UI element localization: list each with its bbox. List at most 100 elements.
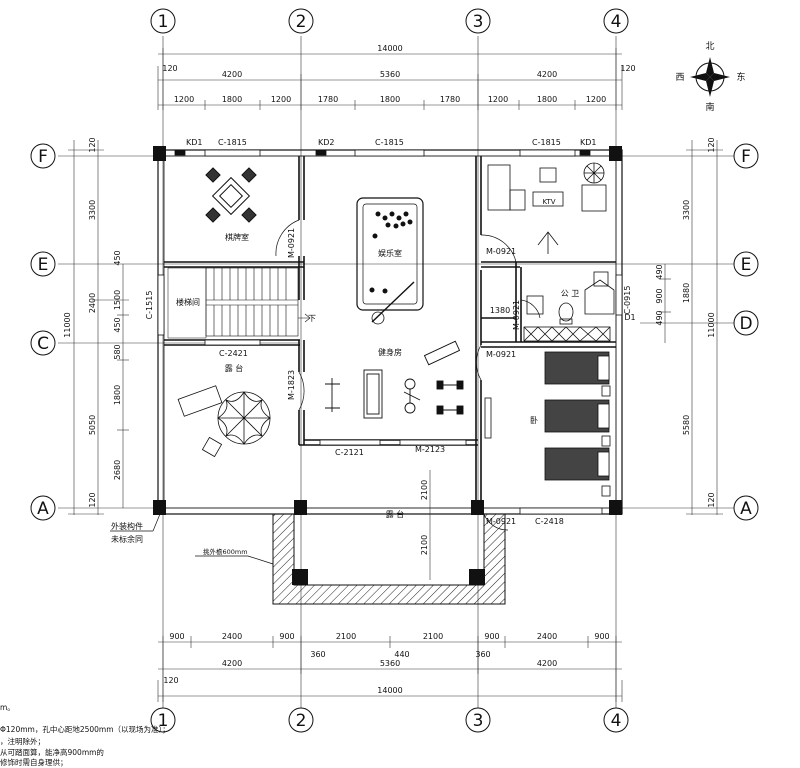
label-d1: D1 xyxy=(624,313,635,322)
grid-label-F-left: F xyxy=(38,147,48,167)
dim-bottom-bay-3: 4200 xyxy=(537,659,557,668)
door-m0921-a: M-0921 xyxy=(287,228,296,258)
dim-bottom-sub-4: 2100 xyxy=(336,632,356,641)
room-label-terrace-south: 露 台 xyxy=(386,509,405,519)
grid-label-E-right: E xyxy=(741,255,752,275)
grid-label-C-left: C xyxy=(37,334,49,354)
dim-left-bay-1: 3300 xyxy=(88,200,97,220)
compass-west: 西 xyxy=(675,72,684,83)
interior-windows xyxy=(157,274,623,515)
dim-bottom-mark-2: 440 xyxy=(394,650,409,659)
window-c2418: C-2418 xyxy=(535,517,564,526)
ktv-furniture-icon xyxy=(487,162,607,254)
room-label-terrace: 露 台 xyxy=(225,363,244,373)
dim-left-sub-6: 2680 xyxy=(113,460,122,480)
dim-top-sub-9: 1200 xyxy=(586,95,606,104)
window-c1815-b: C-1815 xyxy=(375,138,404,147)
room-label-toilet: 公 卫 xyxy=(561,289,580,298)
grid-label-E-left: E xyxy=(38,255,49,275)
door-m0921-b: M-0921 xyxy=(486,247,516,256)
beds-icon xyxy=(544,351,611,497)
umbrella-icon xyxy=(217,391,271,445)
dim-right-total: 11000 xyxy=(707,312,716,337)
dim-right-wall-top: 120 xyxy=(707,137,716,152)
callout-eave: 挑外檐600mm xyxy=(203,547,248,556)
door-m0921-d: M-0921 xyxy=(486,350,516,359)
wardrobe-icon xyxy=(523,326,611,342)
dim-right-sub-2: 900 xyxy=(655,288,664,303)
dimension-lines-bottom xyxy=(157,636,623,702)
dimension-lines-top xyxy=(157,48,623,110)
grid-label-3-top: 3 xyxy=(473,12,484,32)
dim-bottom-mark-1: 360 xyxy=(310,650,325,659)
dim-bottom-sub-2: 2400 xyxy=(222,632,242,641)
note-line-5: 修饰时需自身理供； xyxy=(0,758,68,767)
dim-right-bay-3: 5580 xyxy=(682,415,691,435)
dim-inner-2100-a: 2100 xyxy=(420,480,429,500)
grid-axes xyxy=(58,36,740,708)
window-kd2: KD2 xyxy=(318,138,335,147)
dim-left-bay-3: 5050 xyxy=(88,415,97,435)
dim-bottom-bay-2: 5360 xyxy=(380,659,400,668)
grid-label-4-bottom: 4 xyxy=(611,711,622,731)
dim-top-sub-2: 1800 xyxy=(222,95,242,104)
dim-top-bay-1: 4200 xyxy=(222,70,242,79)
grid-bubbles xyxy=(30,8,759,733)
dim-top-sub-3: 1200 xyxy=(271,95,291,104)
grid-label-A-left: A xyxy=(37,499,49,519)
dim-top-sub-1: 1200 xyxy=(174,95,194,104)
dim-top-wall-left: 120 xyxy=(162,64,177,73)
dim-left-wall-top: 120 xyxy=(88,137,97,152)
window-c0915: C-0915 xyxy=(623,286,632,315)
dim-bottom-sub-5: 2100 xyxy=(423,632,443,641)
window-c1515: C-1515 xyxy=(145,291,154,320)
dim-right-sub-1: 490 xyxy=(655,264,664,279)
grid-label-2-bottom: 2 xyxy=(296,711,307,731)
door-m2123: M-2123 xyxy=(415,445,445,454)
dim-top-bay-3: 4200 xyxy=(537,70,557,79)
grid-label-D-right: D xyxy=(739,314,752,334)
grid-label-4-top: 4 xyxy=(611,12,622,32)
toilet-fixtures-icon xyxy=(526,271,615,325)
compass-north: 北 xyxy=(705,41,714,52)
note-line-2: Φ120mm，孔中心距地2500mm（以现场为准）； xyxy=(0,725,170,734)
dimension-lines-right xyxy=(659,140,723,515)
door-m0921-c: M-0921 xyxy=(512,300,521,330)
window-c1815-c: C-1815 xyxy=(532,138,561,147)
dim-inner-2100-b: 2100 xyxy=(420,535,429,555)
dim-left-sub-4: 580 xyxy=(113,344,122,359)
window-c2421: C-2421 xyxy=(219,349,248,358)
north-windows xyxy=(174,149,591,157)
room-label-gym: 健身房 xyxy=(378,347,402,357)
grid-label-F-right: F xyxy=(741,147,751,167)
window-c1815-a: C-1815 xyxy=(218,138,247,147)
dim-left-sub-5: 1800 xyxy=(113,385,122,405)
dim-top-sub-5: 1800 xyxy=(380,95,400,104)
dim-right-bay-2: 1880 xyxy=(682,283,691,303)
grid-label-3-bottom: 3 xyxy=(473,711,484,731)
stair-down-label: 下 xyxy=(308,314,316,323)
dim-top-sub-7: 1200 xyxy=(488,95,508,104)
chess-table-icon xyxy=(205,167,257,223)
dim-bottom-wall: 120 xyxy=(163,676,178,685)
compass-icon: 北 南 东 西 xyxy=(675,41,745,113)
note-line-4: 从可踏面算，能净高900mm的 xyxy=(0,748,104,757)
columns xyxy=(153,146,622,585)
room-label-ktv: KTV xyxy=(542,198,555,206)
dim-bottom-sub-7: 2400 xyxy=(537,632,557,641)
dim-top-wall-right: 120 xyxy=(620,64,635,73)
compass-south: 南 xyxy=(705,101,714,113)
stairs xyxy=(205,267,311,337)
compass-east: 东 xyxy=(736,71,745,83)
dim-right-sub-3: 490 xyxy=(655,310,664,325)
dim-right-wall-bottom: 120 xyxy=(707,492,716,507)
dim-left-wall-bottom: 120 xyxy=(88,492,97,507)
dim-right-bay-1: 3300 xyxy=(682,200,691,220)
room-label-bedroom: 卧 xyxy=(530,416,538,425)
grid-label-A-right: A xyxy=(740,499,752,519)
dim-left-sub-3: 450 xyxy=(113,317,122,332)
callout-leader xyxy=(110,513,274,565)
dim-top-bay-2: 5360 xyxy=(380,70,400,79)
grid-label-1-bottom: 1 xyxy=(158,711,169,731)
